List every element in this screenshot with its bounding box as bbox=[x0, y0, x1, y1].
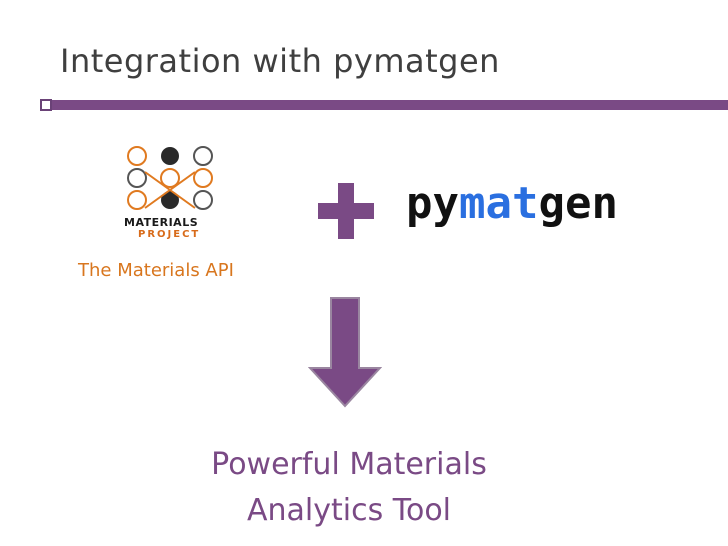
materials-project-logo bbox=[127, 146, 213, 210]
title-divider bbox=[52, 100, 728, 110]
pymatgen-logo-gen: gen bbox=[538, 178, 618, 229]
result-line-1: Powerful Materials bbox=[211, 447, 487, 482]
plus-icon bbox=[318, 183, 374, 239]
logo-text-project: PROJECT bbox=[138, 229, 201, 240]
materials-api-label: The Materials API bbox=[78, 260, 234, 281]
pymatgen-logo-mat: mat bbox=[458, 178, 539, 229]
result-line-2: Analytics Tool bbox=[246, 493, 452, 528]
down-arrow-icon bbox=[308, 297, 382, 408]
result-text: Powerful Materials Analytics Tool bbox=[174, 442, 524, 534]
slide-title: Integration with pymatgen bbox=[60, 42, 500, 80]
divider-mark bbox=[40, 99, 52, 111]
logo-text-materials: MATERIALS bbox=[124, 216, 199, 229]
pymatgen-logo-py: py bbox=[406, 178, 459, 229]
pymatgen-logo: pymatgen bbox=[406, 182, 618, 226]
